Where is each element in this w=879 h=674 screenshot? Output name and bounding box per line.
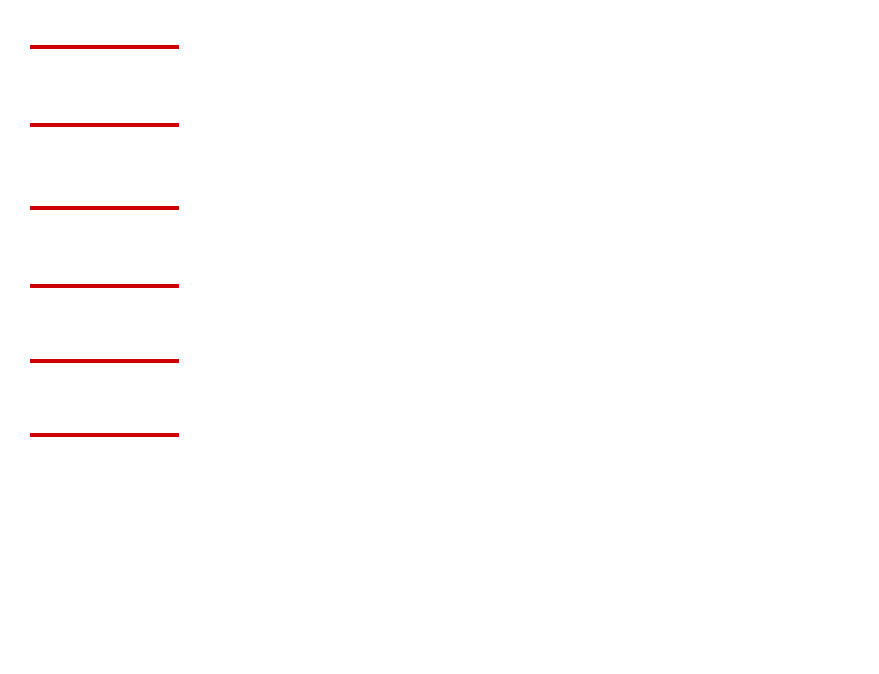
section-divider-1 — [30, 45, 179, 49]
section-divider-4 — [30, 284, 179, 288]
section-divider-2 — [30, 123, 179, 127]
section-divider-5 — [30, 359, 179, 363]
section-divider-6 — [30, 433, 179, 437]
section-divider-3 — [30, 206, 179, 210]
